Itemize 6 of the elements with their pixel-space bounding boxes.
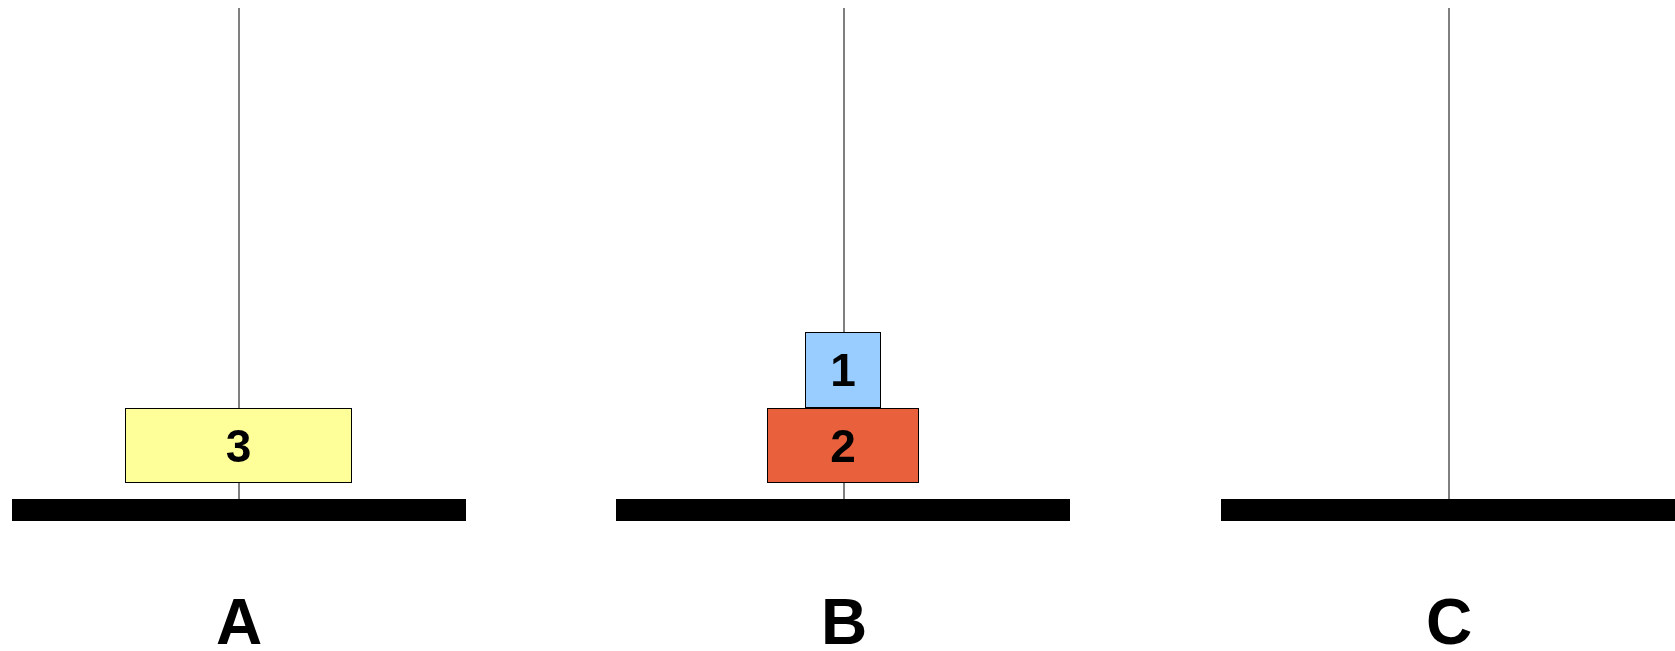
peg-label: B	[820, 590, 868, 651]
disk-number: 3	[225, 422, 252, 469]
disk-number: 1	[830, 347, 856, 393]
peg-label: A	[215, 590, 263, 651]
peg-label: C	[1425, 590, 1473, 651]
disk-number: 2	[830, 422, 856, 469]
